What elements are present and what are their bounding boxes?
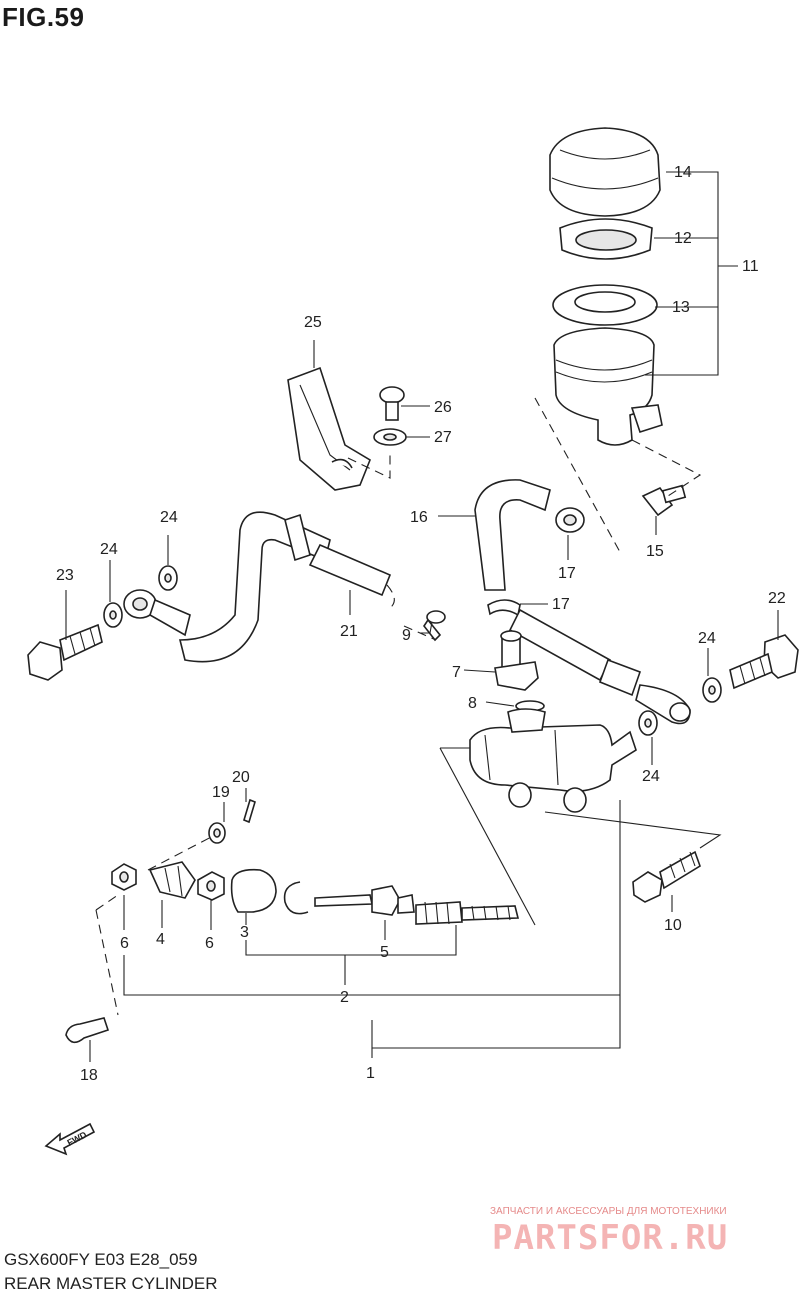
callout-24-a: 24 [160, 509, 178, 526]
brake-hose [178, 511, 392, 663]
cotter-washer [208, 822, 226, 844]
callout-25: 25 [304, 314, 322, 331]
callout-26: 26 [434, 399, 452, 416]
connector-screw [423, 610, 446, 642]
callout-6-right: 6 [205, 935, 214, 952]
callout-20: 20 [232, 769, 250, 786]
hose-connector [494, 630, 539, 691]
hose-rear-section [508, 608, 691, 725]
reservoir-cap [549, 127, 661, 217]
callout-22: 22 [768, 590, 786, 607]
leader-lines [65, 171, 779, 1062]
callout-7: 7 [452, 664, 461, 681]
watermark-brand: PARTSFOR.RU [492, 1218, 729, 1258]
clevis [148, 861, 196, 899]
callout-21: 21 [340, 623, 358, 640]
callout-17-lower: 17 [552, 596, 570, 613]
diagram-name: REAR MASTER CYLINDER [4, 1274, 218, 1293]
clevis-pin [65, 1017, 110, 1044]
callout-6-left: 6 [120, 935, 129, 952]
diaphragm [552, 284, 658, 326]
reservoir-body [553, 327, 663, 446]
callout-17-upper: 17 [558, 565, 576, 582]
clevis-nut-right [197, 871, 225, 901]
washer-b [103, 602, 123, 628]
figure-title: FIG.59 [2, 2, 85, 32]
callout-1: 1 [366, 1065, 375, 1082]
callout-18: 18 [80, 1067, 98, 1084]
callout-9: 9 [402, 627, 411, 644]
pushrod [314, 885, 415, 916]
callout-24-b: 24 [100, 541, 118, 558]
fwd-arrow-icon: FWD [44, 1122, 96, 1156]
master-cylinder-body [469, 708, 637, 813]
callout-23: 23 [56, 567, 74, 584]
boot [230, 868, 277, 913]
callout-16: 16 [410, 509, 428, 526]
callout-12: 12 [674, 230, 692, 247]
callout-8: 8 [468, 695, 477, 712]
piston-spring [415, 901, 520, 925]
model-code: GSX600FY E03 E28_059 [4, 1250, 198, 1269]
hose-clamp-upper [555, 507, 585, 533]
watermark-tagline: ЗАПЧАСТИ И АКСЕССУАРЫ ДЛЯ МОТОТЕХНИКИ [490, 1206, 727, 1217]
callout-24-d: 24 [642, 768, 660, 785]
diaphragm-plate [559, 218, 653, 260]
washer-d [638, 710, 658, 736]
callout-15: 15 [646, 543, 664, 560]
reservoir-bolt [641, 484, 687, 517]
hose-clamp-lower [487, 599, 521, 617]
callout-27: 27 [434, 429, 452, 446]
washer-c [702, 677, 722, 703]
callout-11: 11 [742, 258, 759, 275]
callout-5: 5 [380, 944, 389, 961]
callout-24-c: 24 [698, 630, 716, 647]
banjo-bolt-left [27, 623, 103, 681]
hose-fitting-left [123, 589, 191, 637]
callout-19: 19 [212, 784, 230, 801]
reservoir-bracket [287, 366, 371, 491]
callout-4: 4 [156, 931, 165, 948]
callout-13: 13 [672, 299, 690, 316]
washer-a [158, 565, 178, 591]
reservoir-hose [474, 479, 551, 591]
fwd-arrow: FWD [44, 1116, 96, 1161]
callout-3: 3 [240, 924, 249, 941]
callout-2: 2 [340, 989, 349, 1006]
callout-10: 10 [664, 917, 682, 934]
clevis-nut-left [111, 863, 137, 891]
banjo-bolt-right [729, 634, 799, 690]
circlip [283, 881, 309, 915]
cotter-pin [243, 798, 256, 824]
bracket-washer [373, 428, 407, 446]
bracket-screw [379, 386, 405, 421]
cylinder-bolt [632, 850, 701, 903]
callout-14: 14 [674, 164, 692, 181]
